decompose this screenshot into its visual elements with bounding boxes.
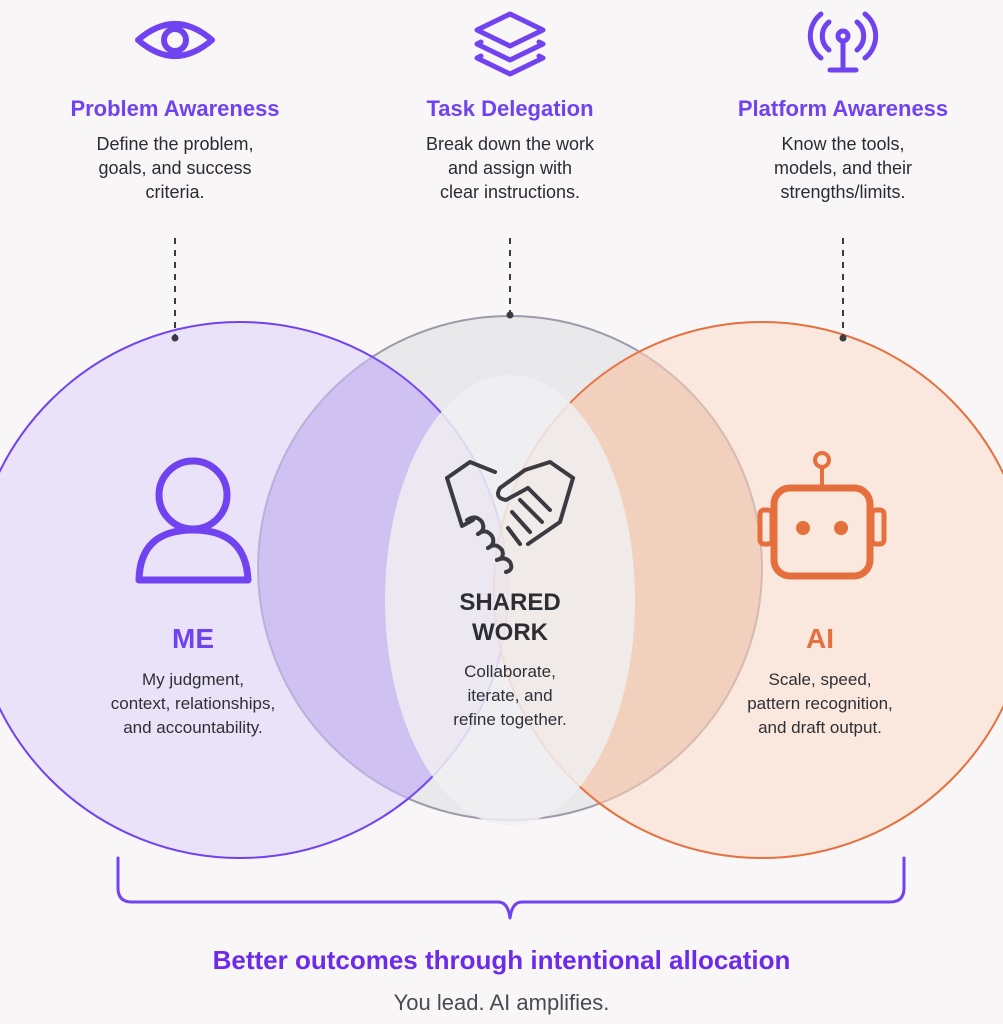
me-label: ME [172,623,214,654]
person-icon [135,457,252,584]
pillar-description: Know the tools, models, and their streng… [773,134,913,202]
pillar-title: Platform Awareness [737,96,949,121]
robot-icon [757,451,887,580]
pillar-platform-awareness: Platform Awareness Know the tools, model… [693,96,993,204]
bottom-brace [116,856,906,920]
me-description: My judgment, context, relationships, and… [110,670,276,737]
shared-center-lens [385,375,635,825]
ai-description: Scale, speed, pattern recognition, and d… [747,670,893,737]
shared-label: SHARED WORK [459,589,561,646]
footer-subline: You lead. AI amplifies. [393,990,610,1015]
me-section: ME My judgment, context, relationships, … [58,622,328,740]
broadcast-antenna-icon [807,11,879,73]
layers-icon [474,11,546,77]
pillar-title: Problem Awareness [70,96,280,121]
pillar-title: Task Delegation [426,96,594,121]
handshake-icon [445,460,575,574]
pillar-problem-awareness: Problem Awareness Define the problem, go… [25,96,325,204]
eye-icon [135,21,215,59]
pillar-description: Define the problem, goals, and success c… [96,134,254,202]
ai-section: AI Scale, speed, pattern recognition, an… [685,622,955,740]
shared-section: SHARED WORK Collaborate, iterate, and re… [410,588,610,732]
ai-label: AI [806,623,834,654]
footer-headline: Better outcomes through intentional allo… [212,945,791,975]
pillar-task-delegation: Task Delegation Break down the work and … [360,96,660,204]
shared-description: Collaborate, iterate, and refine togethe… [453,662,567,729]
pillar-description: Break down the work and assign with clea… [425,134,595,202]
